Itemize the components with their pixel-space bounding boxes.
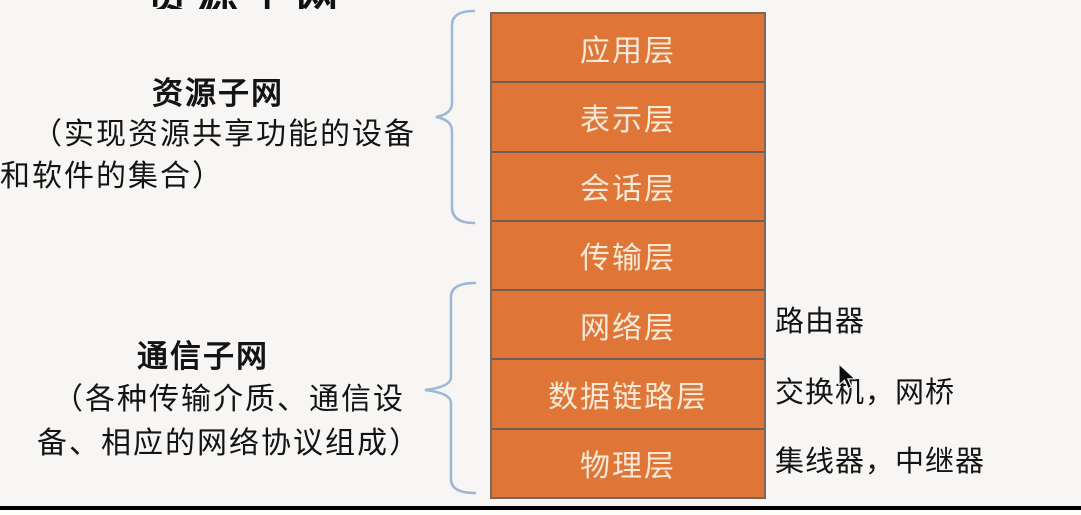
layer-datalink: 数据链路层 bbox=[492, 360, 764, 430]
clipped-top-heading-text: 资源子网 bbox=[146, 0, 356, 9]
resource-subnet-annotation: 资源子网 （实现资源共享功能的设备 和软件的集合） bbox=[0, 74, 448, 198]
communication-subnet-desc-line1: （各种传输介质、通信设 bbox=[53, 383, 405, 416]
communication-subnet-desc-line2: 备、相应的网络协议组成） bbox=[37, 427, 421, 460]
layer-physical: 物理层 bbox=[580, 450, 676, 484]
bottom-margin-strip bbox=[0, 510, 1081, 515]
device-label-hub-repeater: 集线器，中继器 bbox=[775, 446, 986, 478]
resource-subnet-title: 资源子网 bbox=[152, 76, 284, 111]
bottom-divider-line bbox=[0, 506, 1081, 510]
clipped-top-heading: 资源子网 bbox=[146, 0, 356, 9]
layer-presentation: 表示层 bbox=[492, 83, 764, 153]
layer-application: 应用层 bbox=[492, 14, 764, 84]
osi-layer-stack: 应用层 表示层 会话层 传输层 网络层 数据链路层 物理层 bbox=[490, 12, 766, 499]
resource-subnet-brace-icon bbox=[435, 9, 476, 225]
mouse-cursor-icon bbox=[838, 363, 857, 390]
layer-transport: 传输层 bbox=[492, 222, 764, 292]
communication-subnet-brace-icon bbox=[424, 281, 477, 495]
device-label-switch-bridge: 交换机，网桥 bbox=[775, 377, 956, 409]
device-label-router: 路由器 bbox=[775, 306, 866, 338]
communication-subnet-title: 通信子网 bbox=[137, 339, 269, 374]
communication-subnet-annotation: 通信子网 （各种传输介质、通信设 备、相应的网络协议组成） bbox=[0, 336, 458, 466]
resource-subnet-desc-line2: 和软件的集合） bbox=[0, 160, 224, 193]
layer-session: 会话层 bbox=[492, 153, 764, 222]
resource-subnet-desc-line1: （实现资源共享功能的设备 bbox=[32, 118, 416, 151]
layer-network: 网络层 bbox=[492, 291, 764, 361]
